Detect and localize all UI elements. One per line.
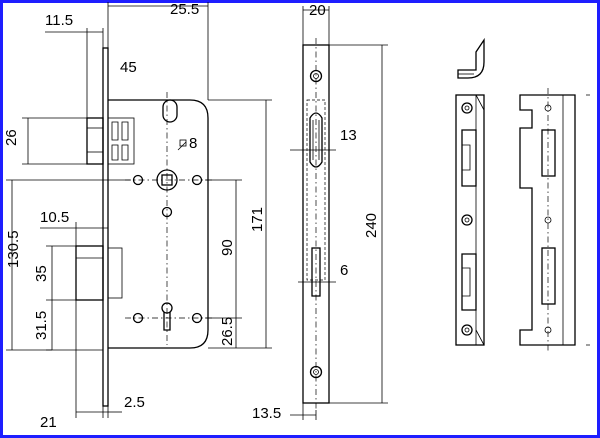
dim-13: 13 xyxy=(340,127,357,144)
dim-90: 90 xyxy=(219,239,236,256)
dim-45: 45 xyxy=(120,59,137,76)
dim-10-5: 10.5 xyxy=(40,209,69,226)
dim-8: 8 xyxy=(189,135,197,152)
dim-171: 171 xyxy=(249,207,266,232)
dim-13-5: 13.5 xyxy=(252,405,281,422)
dimension-labels: 11.5 25.5 20 45 26 8 13 130.5 10.5 171 2… xyxy=(3,1,380,431)
dim-11-5: 11.5 xyxy=(45,12,73,29)
dim-25-5: 25.5 xyxy=(170,1,199,18)
strike-plate-side-view xyxy=(519,88,590,352)
dim-26: 26 xyxy=(3,129,20,146)
dim-31-5: 31.5 xyxy=(33,311,50,340)
strike-plate-front-view xyxy=(455,94,485,346)
dim-130-5: 130.5 xyxy=(5,230,22,268)
dim-2-5: 2.5 xyxy=(124,394,145,411)
dim-21: 21 xyxy=(40,414,57,431)
dim-240: 240 xyxy=(363,213,380,238)
dim-6: 6 xyxy=(340,262,348,279)
dim-20: 20 xyxy=(309,2,326,19)
lock-body-view xyxy=(6,2,272,418)
strike-plate-angle-view xyxy=(457,37,485,79)
dim-26-5: 26.5 xyxy=(219,317,236,346)
forend-front-view xyxy=(290,6,388,420)
dim-35: 35 xyxy=(33,265,50,282)
